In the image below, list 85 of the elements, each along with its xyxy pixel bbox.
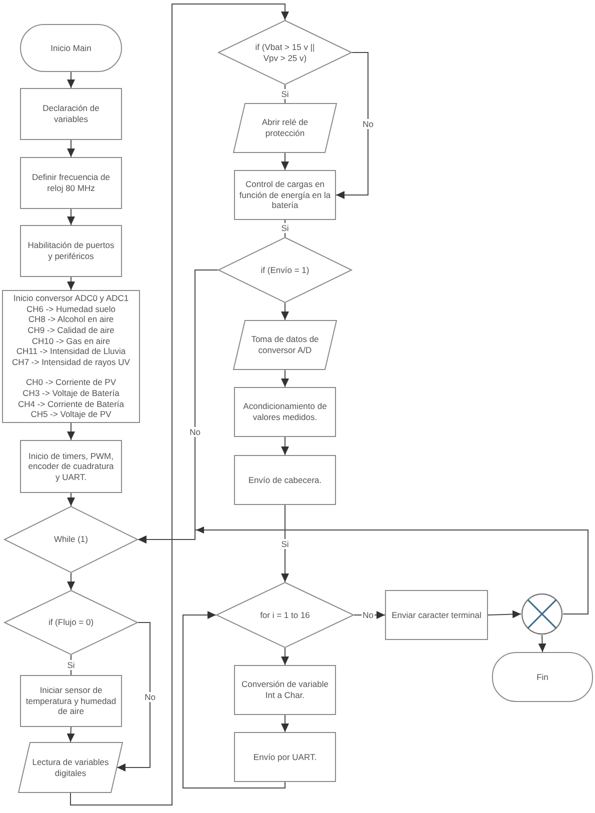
arrow	[182, 611, 286, 788]
step-text: Enviar caracter terminal	[392, 610, 482, 620]
arrow	[138, 530, 588, 614]
step-text: Acondicionamiento de valores medidos.	[242, 401, 328, 423]
step-text: if (Vbat > 15 v || Vpv > 25 v)	[254, 42, 316, 64]
step-text: for i = 1 to 16	[260, 610, 310, 620]
process-box	[234, 665, 336, 715]
step-text: Lectura de variables digitales	[31, 756, 110, 778]
step-text: CH11 -> Intensidad de Lluvia	[16, 346, 126, 357]
step-text: if (Envío = 1)	[260, 264, 310, 276]
step-text: Toma de datos de conversor A/D	[250, 334, 320, 356]
arrow	[281, 152, 289, 170]
step-text: Declaración de variables	[42, 103, 100, 125]
process-box	[20, 440, 122, 493]
arrow	[67, 208, 75, 226]
step-text: if (Flujo = 0)	[48, 617, 94, 628]
arrow	[281, 714, 289, 732]
step-text: Inicio conversor ADC0 y ADC1	[13, 293, 129, 304]
edge-label: No	[144, 692, 156, 702]
edge-label: Si	[280, 223, 290, 233]
data-parallelogram	[233, 320, 337, 370]
process-box	[20, 225, 122, 277]
arrow	[116, 622, 150, 772]
process-box	[234, 732, 336, 782]
arrow	[67, 422, 75, 440]
step-text: CH5 -> Voltaje de PV	[30, 409, 112, 420]
edge-label: Si	[280, 89, 290, 99]
step-text: Control de cargas en función de energía en la batería	[239, 179, 331, 211]
arrow	[66, 726, 75, 742]
edge-label: No	[362, 610, 374, 620]
step-text: CH6 -> Humedad suelo	[26, 304, 116, 314]
step-text: Abrir relé de protección	[260, 117, 310, 139]
step-text: CH8 -> Alcohol en aire	[28, 314, 114, 326]
step-text: While (1)	[54, 534, 88, 545]
arrow	[281, 504, 289, 582]
step-text: Iniciar sensor de temperatura y humedad de aire	[25, 685, 117, 717]
arrow	[336, 52, 368, 199]
step-text: CH7 -> Intensidad de rayos UV	[12, 356, 130, 368]
decision-diamond	[218, 237, 352, 303]
arrow	[67, 140, 75, 158]
step-text: Conversión de variable Int a Char.	[240, 679, 330, 701]
step-text: CH3 -> Voltaje de Batería	[22, 388, 120, 399]
decision-diamond	[218, 20, 352, 85]
arrow	[67, 276, 75, 290]
process-box	[20, 157, 122, 209]
terminal-shape	[20, 24, 122, 72]
step-text: CH4 -> Corriente de Batería	[18, 398, 124, 410]
decision-diamond	[216, 582, 354, 648]
arrow	[67, 572, 75, 590]
step-text: CH10 -> Gas en aire	[32, 336, 110, 346]
step-text: Definir frecuencia de reloj 80 MHz	[31, 172, 111, 194]
process-box	[385, 590, 488, 640]
arrow	[70, 4, 289, 806]
edge-label: Si	[66, 660, 76, 670]
data-parallelogram	[233, 103, 337, 153]
step-text: CH9 -> Calidad de aire	[28, 325, 114, 336]
step-text: Habilitación de puertos y periféricos	[26, 240, 116, 262]
process-box	[2, 290, 140, 423]
arrow	[538, 634, 546, 652]
arrow	[281, 370, 289, 388]
step-text: Inicio Main	[50, 42, 92, 54]
edge-label: No	[362, 119, 374, 129]
data-parallelogram	[18, 742, 123, 793]
step-text: CH0 -> Corriente de PV	[26, 377, 116, 388]
process-box	[234, 170, 336, 220]
decision-diamond	[4, 590, 138, 655]
decision-diamond	[4, 506, 138, 573]
process-box	[20, 675, 122, 727]
step-text: Envío de cabecera.	[248, 474, 322, 486]
arrow	[281, 648, 289, 666]
edge-label: No	[188, 427, 202, 437]
terminal-shape	[492, 652, 593, 702]
step-text: Fin	[536, 672, 548, 682]
process-box	[20, 88, 122, 140]
process-box	[234, 387, 336, 437]
step-text: Inicio de timers, PWM, encoder de cuadratura y UART.	[27, 450, 115, 482]
arrow	[281, 302, 289, 320]
arrow	[281, 436, 289, 456]
arrow	[67, 72, 75, 88]
step-text: Envío por UART.	[253, 752, 317, 762]
crossed-circle-symbol	[521, 593, 563, 635]
edge-label: Si	[280, 539, 290, 549]
process-box	[234, 455, 336, 505]
arrow	[67, 492, 75, 506]
arrow	[488, 610, 522, 618]
